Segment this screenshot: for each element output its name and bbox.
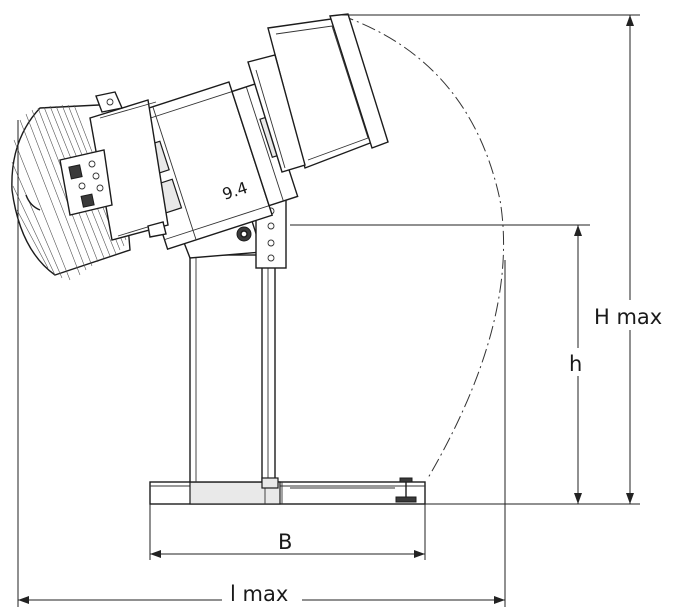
h-label: h <box>569 352 582 376</box>
motor-handle <box>25 194 41 211</box>
pedestal-column <box>189 254 279 489</box>
h-max-label: H max <box>594 305 662 329</box>
dimension-l-max <box>18 580 505 607</box>
dimension-b <box>150 550 425 558</box>
b-label: B <box>278 530 292 554</box>
dimension-h <box>566 225 590 504</box>
base-plate <box>149 477 426 505</box>
extension-lines <box>17 14 640 607</box>
l-max-label: l max <box>230 582 288 606</box>
mixing-bowl <box>247 13 389 173</box>
swing-envelope-arc <box>339 14 505 479</box>
dimension-h-max <box>591 15 667 504</box>
control-panel <box>59 149 113 216</box>
